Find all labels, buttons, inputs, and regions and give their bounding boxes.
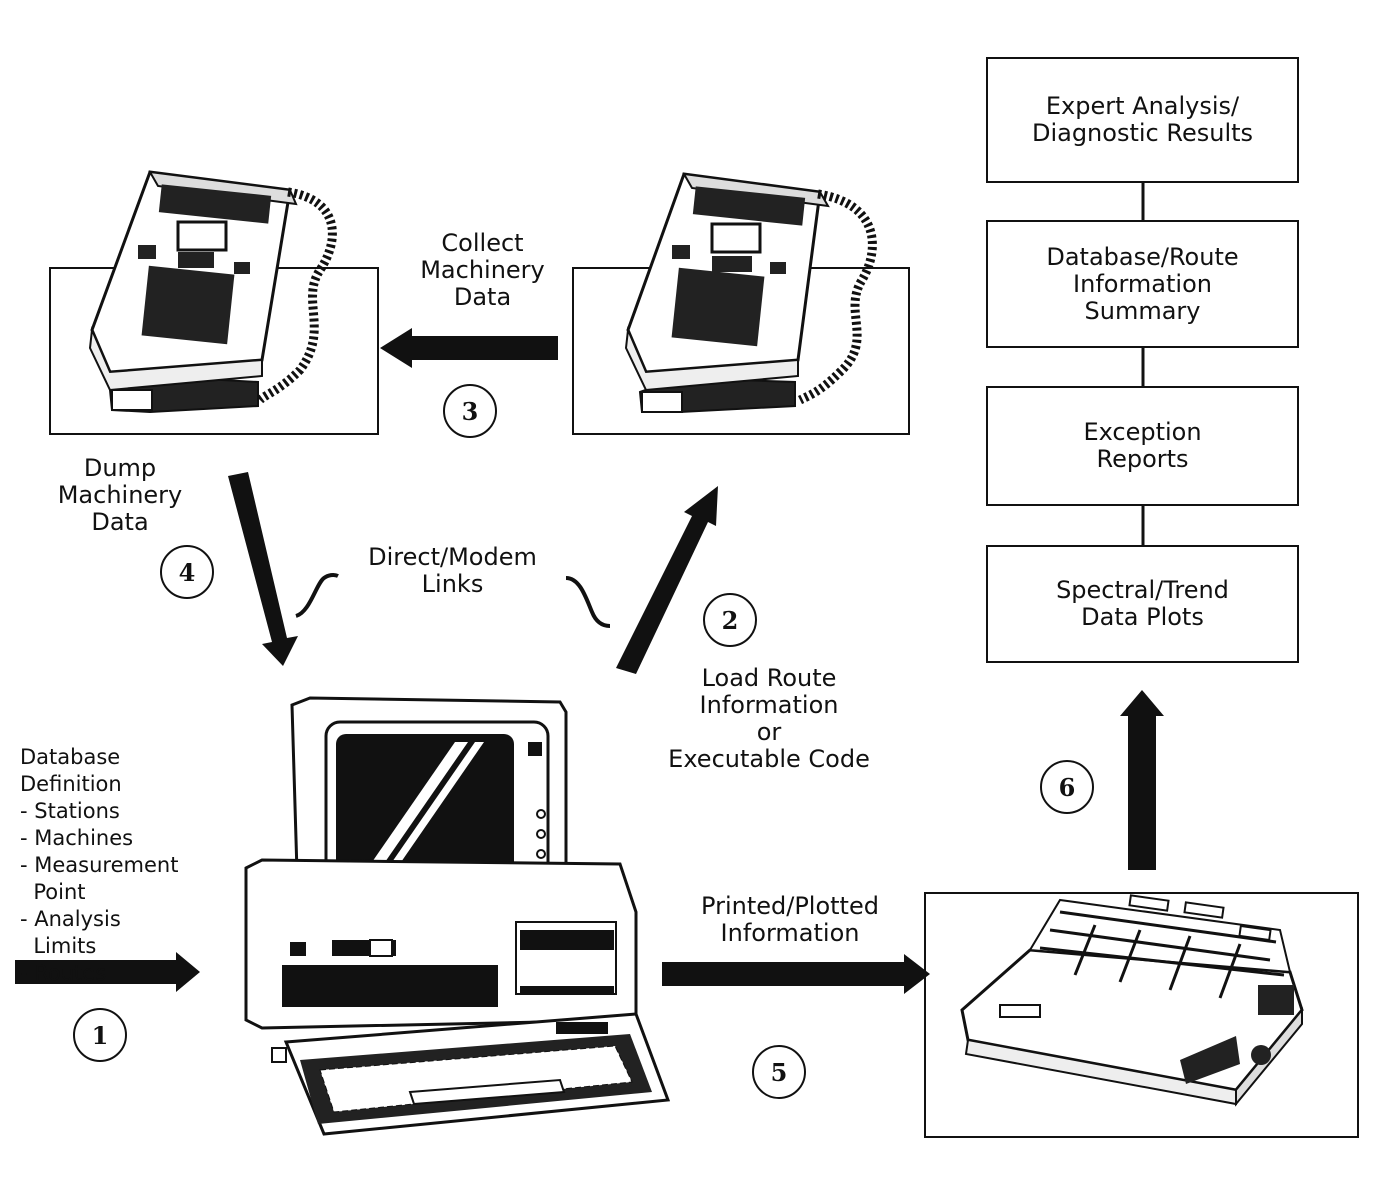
arrow-step-6 (1120, 690, 1164, 870)
arrow-step-1 (15, 952, 200, 992)
data-collector-left-icon (88, 170, 337, 414)
arrow-step-3 (380, 328, 558, 368)
data-collector-right-icon (624, 172, 877, 413)
arrow-step-2 (616, 486, 718, 674)
printer-icon (960, 894, 1304, 1107)
personal-computer-icon (244, 696, 671, 1136)
step-1-badge: 1 (73, 1008, 127, 1062)
step-2-badge: 2 (703, 593, 757, 647)
step-6-badge: 6 (1040, 760, 1094, 814)
link-squiggle-right (565, 576, 611, 628)
step-3-badge: 3 (443, 384, 497, 438)
arrow-step-4 (228, 472, 298, 666)
arrow-step-5 (662, 954, 930, 994)
printer-frame (924, 892, 1359, 1138)
output-box-expert: Expert Analysis/Diagnostic Results (986, 57, 1299, 183)
step-4-badge: 4 (160, 545, 214, 599)
link-squiggle-left (295, 572, 339, 618)
step-5-badge: 5 (752, 1045, 806, 1099)
